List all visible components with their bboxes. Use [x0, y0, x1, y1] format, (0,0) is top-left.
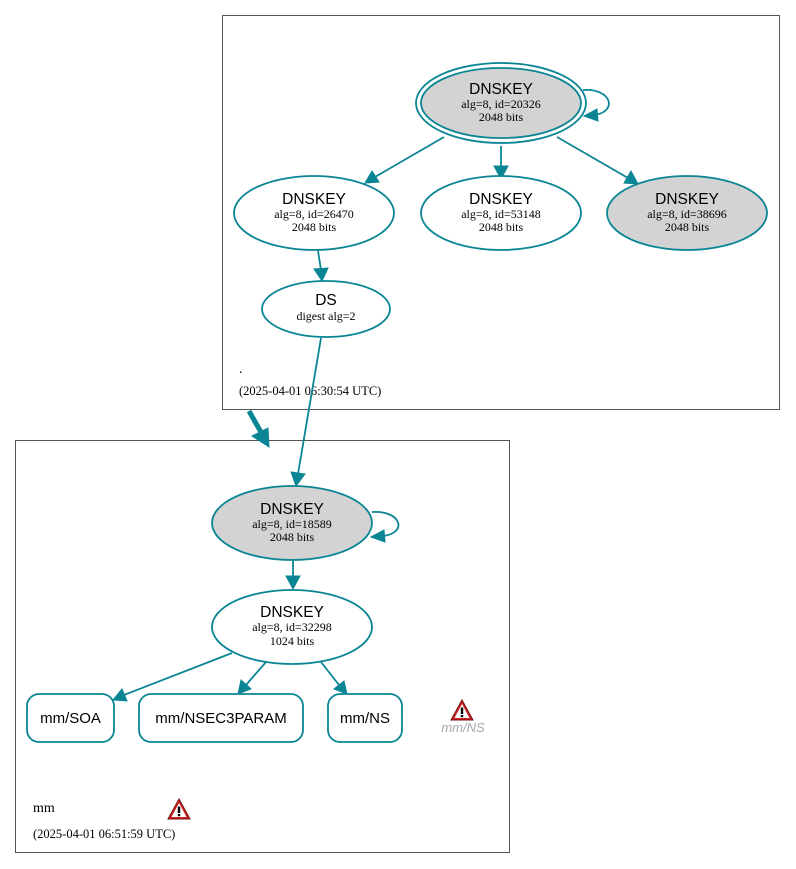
mm-ns-box: [327, 693, 403, 743]
edge-root-ksk-to-zsk-a: [374, 136, 445, 178]
edges: [112, 89, 639, 702]
mm-soa-box: [26, 693, 115, 743]
mm-ns-node[interactable]: mm/NS: [327, 693, 403, 743]
root-ksk-title: DNSKEY: [469, 81, 533, 98]
mm-zsk-node[interactable]: DNSKEY alg=8, id=32298 1024 bits: [211, 589, 373, 665]
arrowhead-root-ksk-to-zsk-a: [364, 170, 380, 184]
root-zone-name: .: [239, 362, 243, 377]
arrowhead-mm-ksk-self: [369, 529, 386, 543]
root-zsk-c-ellipse: [606, 175, 768, 251]
mm-ksk-size: 2048 bits: [270, 530, 315, 544]
mm-zone-name: mm: [33, 801, 55, 816]
mm-zsk-ellipse: [211, 589, 373, 665]
root-ds-ellipse: [261, 280, 391, 338]
root-ksk-size: 2048 bits: [479, 110, 524, 124]
edge-zsk-to-ns: [320, 661, 340, 686]
root-zsk-b-size: 2048 bits: [479, 220, 524, 234]
mm-ksk-ellipse: [211, 485, 373, 561]
mm-ksk-title: DNSKEY: [260, 501, 324, 518]
edge-mm-ksk-self: [371, 511, 400, 537]
arrowhead-delegation: [250, 427, 270, 448]
root-zsk-c-title: DNSKEY: [655, 191, 719, 208]
mm-zsk-size: 1024 bits: [270, 634, 315, 648]
edge-zsk-a-to-ds: [317, 250, 322, 271]
mm-zsk-title: DNSKEY: [260, 604, 324, 621]
edge-ds-to-mm-ksk: [297, 337, 322, 475]
root-zsk-a-title: DNSKEY: [282, 191, 346, 208]
root-ds-detail: digest alg=2: [296, 309, 355, 323]
arrowhead-root-ksk-to-zsk-c: [623, 169, 639, 185]
root-zsk-a-size: 2048 bits: [292, 220, 337, 234]
arrowhead-root-ksk-self: [582, 108, 599, 122]
root-ksk-node[interactable]: DNSKEY alg=8, id=20326 2048 bits: [415, 62, 587, 144]
mm-nsec3param-label: mm/NSEC3PARAM: [155, 710, 286, 727]
root-ksk-detail: alg=8, id=20326: [461, 97, 541, 111]
edge-zsk-to-soa: [123, 652, 233, 696]
edge-root-ksk-self: [582, 89, 610, 116]
root-zsk-a-node[interactable]: DNSKEY alg=8, id=26470 2048 bits: [233, 175, 395, 251]
root-zsk-a-detail: alg=8, id=26470: [274, 207, 354, 221]
arrowhead-zsk-to-soa: [112, 688, 128, 702]
edge-delegation: [246, 409, 265, 436]
root-zsk-c-size: 2048 bits: [665, 220, 710, 234]
mm-ns-label: mm/NS: [340, 710, 390, 727]
arrowhead-zsk-a-to-ds: [313, 267, 329, 283]
arrowhead-zsk-to-nsec3param: [237, 679, 252, 695]
root-zsk-b-detail: alg=8, id=53148: [461, 207, 541, 221]
root-zsk-b-node[interactable]: DNSKEY alg=8, id=53148 2048 bits: [420, 175, 582, 251]
root-ksk-ellipse: [420, 67, 582, 139]
arrowhead-mm-ksk-to-zsk: [285, 575, 301, 591]
root-zsk-b-ellipse: [420, 175, 582, 251]
edge-root-ksk-to-zsk-c: [556, 136, 629, 179]
arrowhead-zsk-to-ns: [333, 680, 348, 695]
mm-zone-timestamp: (2025-04-01 06:51:59 UTC): [33, 827, 175, 841]
root-zsk-a-ellipse: [233, 175, 395, 251]
root-ds-node[interactable]: DS digest alg=2: [261, 280, 391, 338]
root-zsk-c-detail: alg=8, id=38696: [647, 207, 727, 221]
mm-ns-warning[interactable]: mm/NS: [441, 699, 485, 735]
mm-ksk-detail: alg=8, id=18589: [252, 517, 332, 531]
mm-zsk-detail: alg=8, id=32298: [252, 620, 332, 634]
root-zsk-b-title: DNSKEY: [469, 191, 533, 208]
edge-zsk-to-nsec3param: [245, 661, 267, 686]
root-zone-timestamp: (2025-04-01 06:30:54 UTC): [239, 384, 381, 398]
arrowhead-root-ksk-to-zsk-b: [493, 165, 509, 181]
mm-ns-warning-label: mm/NS: [441, 720, 485, 735]
arrowhead-ds-to-mm-ksk: [290, 471, 306, 488]
mm-ksk-node[interactable]: DNSKEY alg=8, id=18589 2048 bits: [211, 485, 373, 561]
root-zsk-c-node[interactable]: DNSKEY alg=8, id=38696 2048 bits: [606, 175, 768, 251]
mm-soa-node[interactable]: mm/SOA: [26, 693, 115, 743]
mm-soa-label: mm/SOA: [40, 710, 101, 727]
mm-nsec3param-box: [138, 693, 304, 743]
root-ds-title: DS: [315, 292, 337, 309]
mm-nsec3param-node[interactable]: mm/NSEC3PARAM: [138, 693, 304, 743]
